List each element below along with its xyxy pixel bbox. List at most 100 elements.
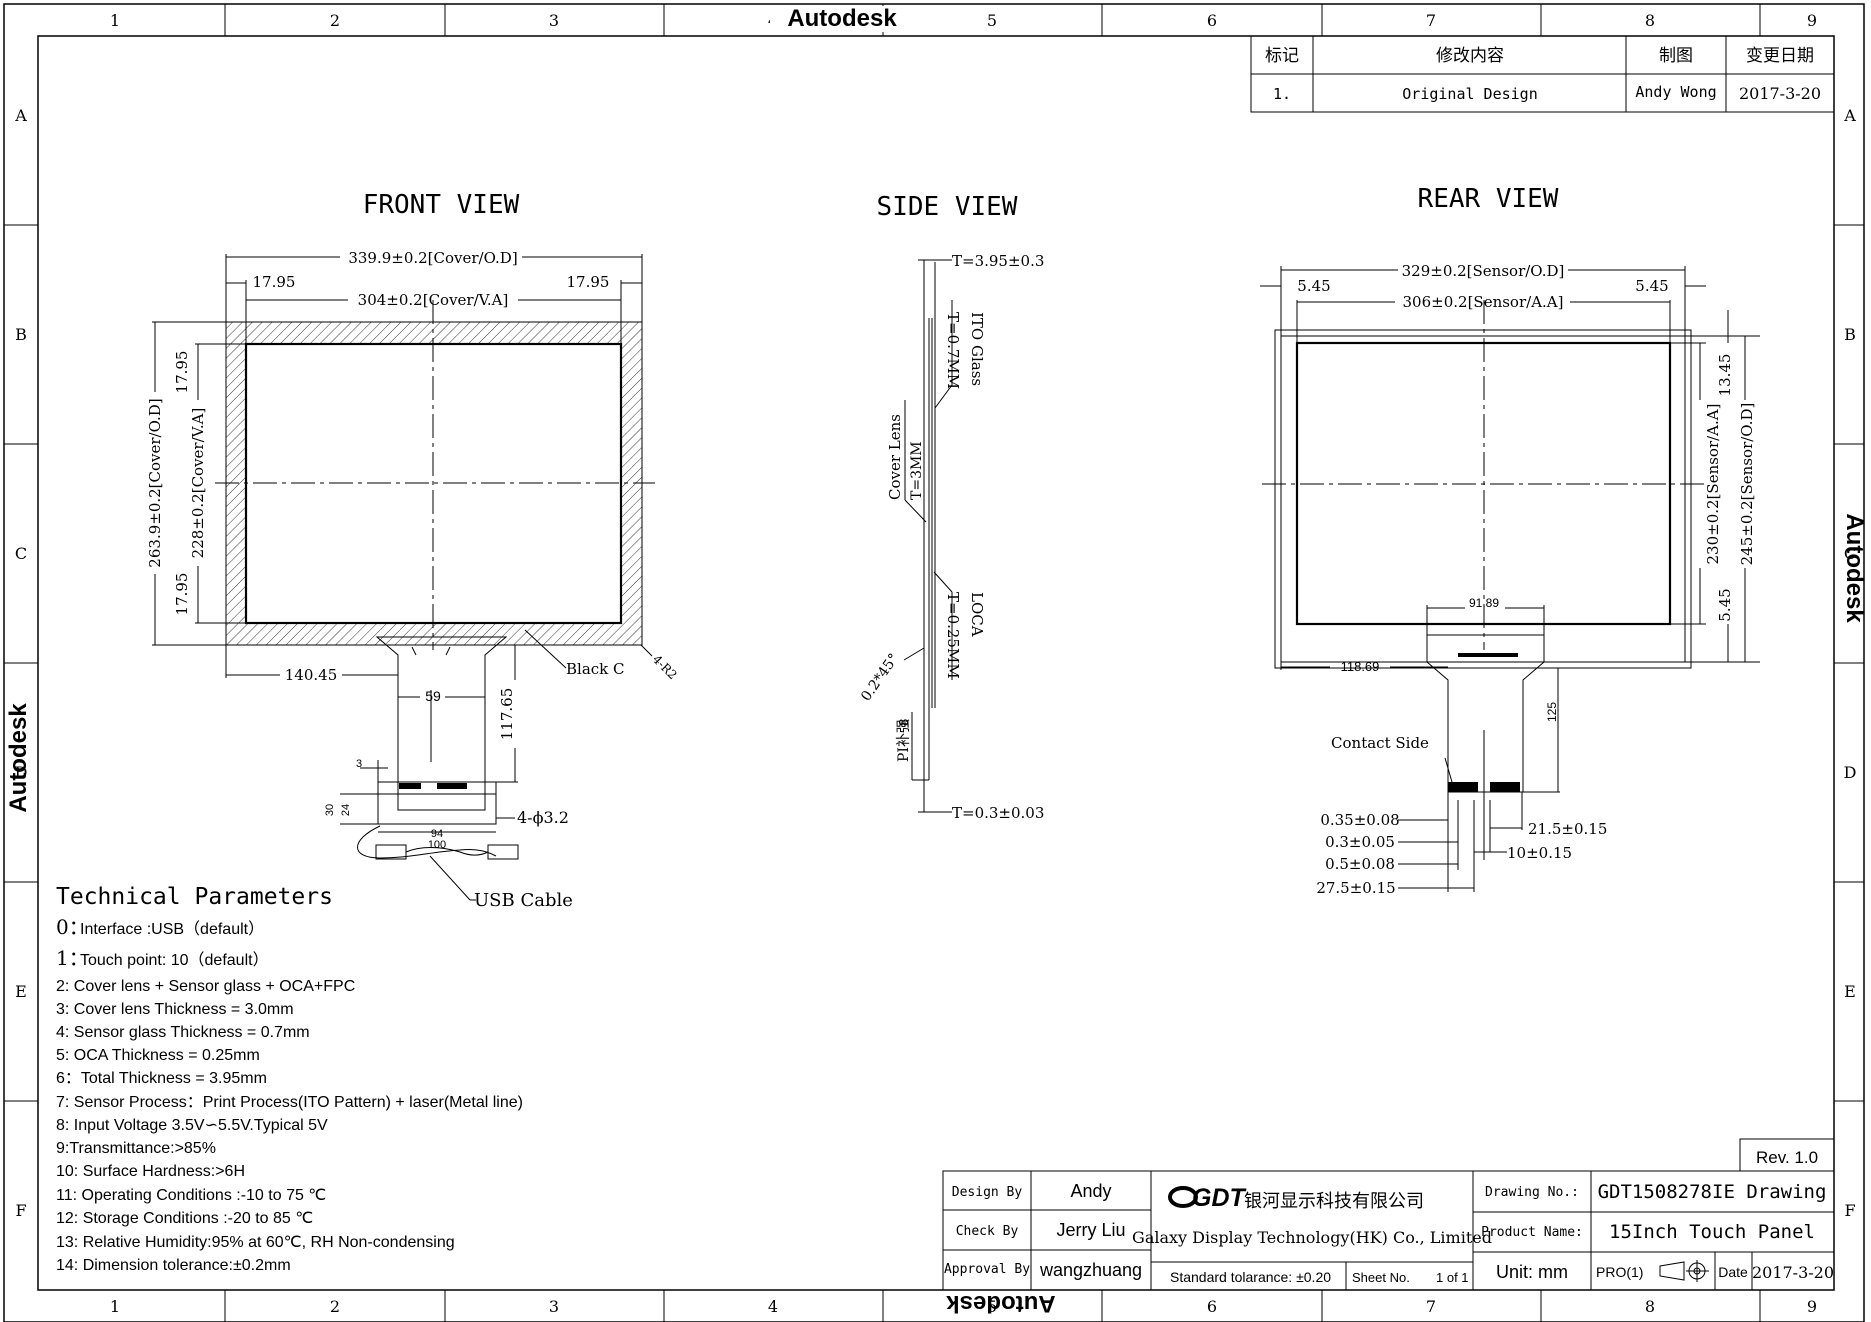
svg-text:ITO Glass: ITO Glass	[968, 312, 986, 386]
svg-text:5.45: 5.45	[1297, 277, 1330, 295]
revision-label: Rev. 1.0	[1756, 1148, 1818, 1167]
svg-text:17.95: 17.95	[567, 273, 610, 291]
company-name-cn: 银河显示科技有限公司	[1244, 1191, 1424, 1211]
front-view: 339.9±0.2[Cover/O.D] 17.95 17.95 304±0.2…	[146, 249, 680, 911]
svg-text:10: Surface Hardness:>6H: 10: Surface Hardness:>6H	[56, 1163, 245, 1180]
svg-text:E: E	[1844, 982, 1856, 1001]
svg-text:T=0.25MM: T=0.25MM	[944, 592, 962, 679]
svg-text:4: 4	[768, 1297, 778, 1316]
svg-text:C: C	[1844, 544, 1856, 563]
svg-text:21.5±0.15: 21.5±0.15	[1528, 820, 1607, 838]
svg-text:9: 9	[1807, 1297, 1817, 1316]
company-name-en: Galaxy Display Technology(HK) Co., Limit…	[1132, 1228, 1492, 1247]
svg-text:9:Transmittance:>85%: 9:Transmittance:>85%	[56, 1140, 216, 1157]
svg-text:140.45: 140.45	[285, 666, 338, 684]
svg-text:LOCA: LOCA	[968, 592, 986, 637]
svg-text:F: F	[15, 1201, 26, 1220]
svg-text:7: 7	[1426, 1297, 1436, 1316]
svg-text:制图: 制图	[1659, 46, 1693, 66]
svg-text:5: OCA Thickness = 0.25mm: 5: OCA Thickness = 0.25mm	[56, 1047, 260, 1064]
svg-text:30: 30	[324, 804, 336, 816]
svg-text:17.95: 17.95	[173, 351, 191, 394]
svg-text:5.45: 5.45	[1716, 588, 1734, 621]
technical-parameters: Technical Parameters 0： Interface :USB（d…	[56, 884, 523, 1274]
svg-text:91.89: 91.89	[1469, 596, 1499, 610]
svg-text:59: 59	[425, 688, 441, 704]
svg-text:1：: 1：	[56, 946, 89, 970]
zone-dividers	[4, 4, 1864, 1322]
svg-text:F: F	[1844, 1201, 1855, 1220]
svg-text:PRO(1): PRO(1)	[1596, 1264, 1643, 1280]
svg-text:T=3MM: T=3MM	[909, 441, 925, 500]
svg-text:3: 3	[549, 1297, 559, 1316]
svg-text:2: 2	[330, 11, 340, 30]
drawing-date: 2017-3-20	[1752, 1263, 1834, 1282]
svg-text:D: D	[15, 763, 28, 782]
svg-text:Date: Date	[1718, 1264, 1748, 1280]
svg-text:Drawing No.:: Drawing No.:	[1485, 1185, 1579, 1200]
svg-text:230±0.2[Sensor/A.A]: 230±0.2[Sensor/A.A]	[1704, 404, 1722, 565]
svg-text:5.45: 5.45	[1635, 277, 1668, 295]
svg-text:24: 24	[340, 804, 352, 816]
svg-text:Product Name:: Product Name:	[1481, 1225, 1583, 1240]
svg-text:Sheet No.: Sheet No.	[1352, 1270, 1410, 1285]
rear-view: 329±0.2[Sensor/O.D] 5.45 5.45 306±0.2[Se…	[1260, 262, 1760, 897]
svg-text:125: 125	[1545, 702, 1559, 722]
svg-text:17.95: 17.95	[173, 573, 191, 616]
svg-text:4-ϕ3.2: 4-ϕ3.2	[517, 808, 569, 827]
svg-text:D: D	[1844, 763, 1857, 782]
svg-text:T=0.7MM: T=0.7MM	[944, 312, 962, 389]
svg-text:Touch point: 10（default）: Touch point: 10（default）	[80, 951, 269, 969]
svg-text:1: 1	[110, 1297, 120, 1316]
svg-text:7: 7	[1426, 11, 1436, 30]
svg-text:304±0.2[Cover/V.A]: 304±0.2[Cover/V.A]	[358, 291, 509, 309]
svg-text:5: 5	[987, 1297, 997, 1316]
gdt-logo: GDT	[1168, 1184, 1248, 1212]
svg-text:10±0.15: 10±0.15	[1507, 844, 1572, 862]
technical-title: Technical Parameters	[56, 884, 333, 910]
svg-text:3: 3	[549, 11, 559, 30]
svg-text:Standard tolarance: ±0.20: Standard tolarance: ±0.20	[1170, 1269, 1331, 1285]
svg-text:100: 100	[428, 839, 446, 851]
svg-text:0.5±0.08: 0.5±0.08	[1325, 855, 1395, 873]
projection-symbol-icon	[1659, 1260, 1709, 1282]
sensor-outline	[1280, 335, 1686, 663]
svg-text:339.9±0.2[Cover/O.D]: 339.9±0.2[Cover/O.D]	[348, 249, 517, 267]
svg-text:94: 94	[431, 828, 443, 840]
svg-text:6：Total Thickness = 3.95mm: 6：Total Thickness = 3.95mm	[56, 1070, 267, 1087]
svg-text:A: A	[14, 106, 27, 125]
svg-text:14: Dimension tolerance:±0.2mm: 14: Dimension tolerance:±0.2mm	[56, 1257, 291, 1274]
svg-text:2: Cover lens + Sensor glass +: 2: Cover lens + Sensor glass + OCA+FPC	[56, 978, 355, 995]
svg-text:8: Input Voltage 3.5V∽5.5V.Ty: 8: Input Voltage 3.5V∽5.5V.Typical 5V	[56, 1117, 328, 1134]
svg-text:A: A	[1843, 106, 1856, 125]
svg-text:13: Relative Humidity:95% at 6: 13: Relative Humidity:95% at 60℃, RH Non…	[56, 1234, 455, 1251]
svg-text:306±0.2[Sensor/A.A]: 306±0.2[Sensor/A.A]	[1403, 293, 1564, 311]
svg-text:Original Design: Original Design	[1402, 85, 1537, 103]
watermark-left: Autodesk	[5, 703, 32, 813]
side-view: T=3.95±0.3 T=0.3±0.03 T=0.7MM ITO Glass …	[858, 252, 1044, 822]
svg-text:Approval By: Approval By	[944, 1262, 1030, 1277]
svg-text:1.: 1.	[1273, 85, 1291, 103]
row-labels: A B C D E F A B C D E F	[14, 106, 1856, 1220]
svg-text:6: 6	[1207, 1297, 1217, 1316]
svg-text:7: Sensor Process：Print Proces: 7: Sensor Process：Print Process(ITO Patt…	[56, 1094, 523, 1111]
svg-text:Interface :USB（default）: Interface :USB（default）	[80, 920, 264, 938]
svg-text:4: Sensor glass Thickness = 0.: 4: Sensor glass Thickness = 0.7mm	[56, 1024, 310, 1041]
svg-text:8: 8	[1645, 1297, 1655, 1316]
svg-text:PI补强: PI补强	[896, 719, 912, 762]
svg-text:11: Operating Conditions :-10: 11: Operating Conditions :-10 to 75 ℃	[56, 1187, 326, 1204]
rear-view-title: REAR VIEW	[1418, 184, 1559, 214]
svg-text:0：: 0：	[56, 915, 89, 939]
svg-text:Black C: Black C	[566, 660, 625, 678]
svg-text:118.69: 118.69	[1341, 659, 1380, 674]
svg-text:2017-3-20: 2017-3-20	[1739, 84, 1821, 103]
svg-text:263.9±0.2[Cover/O.D]: 263.9±0.2[Cover/O.D]	[146, 398, 164, 567]
watermark-top: Autodesk	[787, 5, 897, 32]
watermark-right: Autodesk	[1841, 513, 1868, 623]
svg-text:标记: 标记	[1265, 46, 1299, 66]
svg-text:3: Cover lens Thickness = 3.0m: 3: Cover lens Thickness = 3.0mm	[56, 1001, 294, 1018]
svg-text:Cover Lens: Cover Lens	[886, 414, 904, 500]
svg-text:1: 1	[110, 11, 120, 30]
svg-text:0.2*45°: 0.2*45°	[858, 651, 902, 704]
